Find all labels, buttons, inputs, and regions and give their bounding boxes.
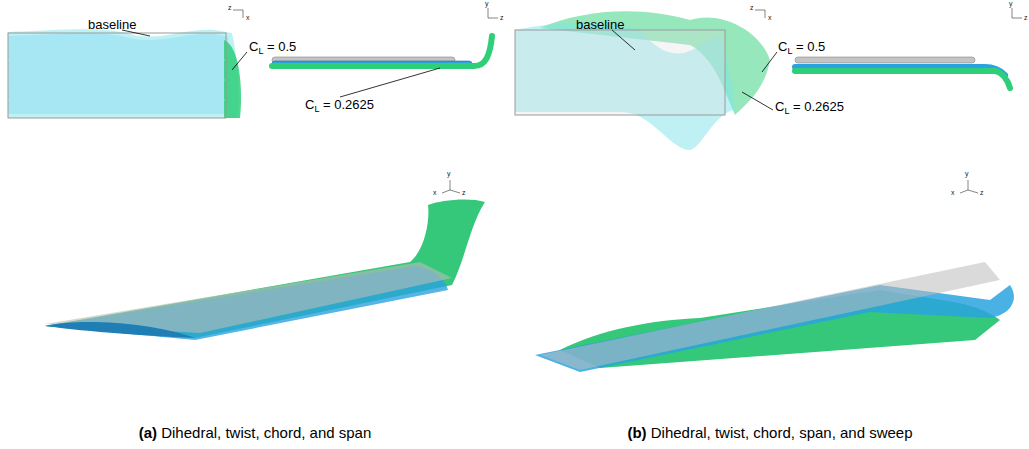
symbol: C — [775, 99, 784, 114]
callout-label: baseline — [576, 18, 624, 32]
axis-label: x — [246, 14, 250, 22]
value: = 0.5 — [792, 39, 825, 54]
caption-label: (b) Dihedral, twist, chord, span, and sw… — [627, 425, 912, 442]
planform-a — [8, 29, 241, 118]
subscript: L — [784, 106, 789, 116]
symbol: C — [305, 97, 314, 112]
axis-label: z — [1024, 14, 1028, 22]
subscript: L — [314, 104, 319, 114]
subscript: L — [787, 46, 792, 56]
callout-label: CL = 0.5 — [249, 40, 296, 54]
caption-text: Dihedral, twist, chord, span, and sweep — [647, 424, 913, 441]
iso-view-a — [45, 199, 485, 340]
callout-label: CL = 0.2625 — [775, 100, 844, 114]
caption-tag: (b) — [627, 424, 646, 441]
axis-label: x — [951, 189, 955, 197]
planform-b — [515, 11, 770, 150]
axis-label: z — [228, 4, 232, 12]
axis-label: y — [485, 0, 489, 8]
subscript: L — [258, 46, 263, 56]
callout-label: CL = 0.5 — [778, 40, 825, 54]
front-view-a — [272, 36, 492, 67]
caption-text: Dihedral, twist, chord, and span — [157, 424, 371, 441]
axis-label: y — [447, 170, 451, 178]
axis-label: x — [433, 189, 437, 197]
callout-label: baseline — [88, 18, 136, 32]
axis-label: z — [500, 14, 504, 22]
caption-tag: (a) — [139, 424, 157, 441]
callout-label: CL = 0.2625 — [305, 98, 374, 112]
value: = 0.2625 — [319, 97, 374, 112]
axis-label: y — [1009, 0, 1013, 8]
axis-label: z — [750, 4, 754, 12]
value: = 0.5 — [263, 39, 296, 54]
axis-label: y — [965, 170, 969, 178]
axis-label: x — [768, 14, 772, 22]
iso-view-b — [535, 262, 1014, 372]
value: = 0.2625 — [789, 99, 844, 114]
axis-label: z — [980, 189, 984, 197]
axis-label: z — [462, 189, 466, 197]
caption-label: (a) Dihedral, twist, chord, and span — [139, 425, 372, 442]
symbol: C — [249, 39, 258, 54]
front-view-b — [795, 57, 1010, 88]
symbol: C — [778, 39, 787, 54]
